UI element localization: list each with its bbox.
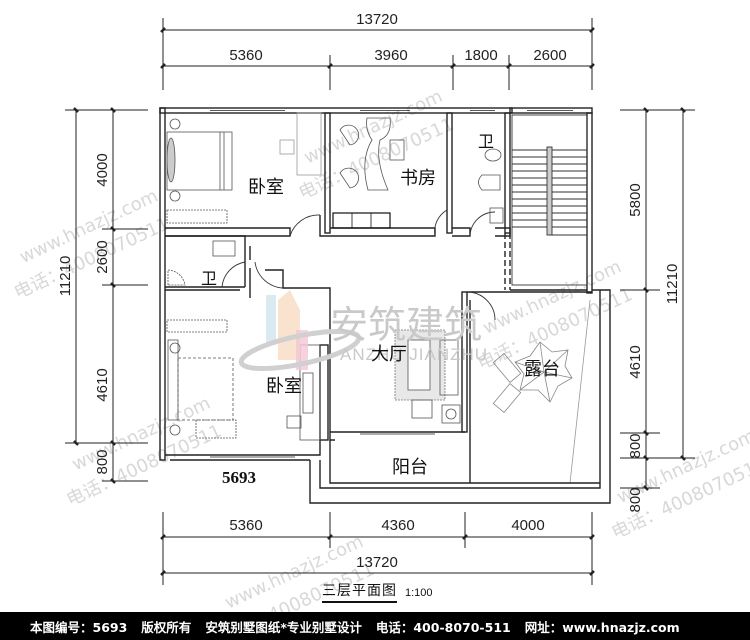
- bottom-dimensions: [160, 512, 595, 585]
- watermark-logo: 安筑建筑 ANZHU JIANZHU: [238, 290, 488, 372]
- dim-top-total: 13720: [356, 11, 398, 28]
- furniture: [166, 112, 573, 441]
- footer-phone: 电话：400-8070-511: [375, 619, 511, 635]
- footer-company: 安筑别墅图纸*专业别墅设计: [205, 619, 362, 635]
- room-label-bathroom-1: 卫: [478, 132, 494, 151]
- right-dimensions: [620, 107, 695, 491]
- top-dimensions: [160, 18, 595, 90]
- dim-left-total: 11210: [57, 256, 74, 297]
- dim-bottom-seg-1: 5360: [229, 517, 262, 534]
- footer-website[interactable]: 网址：www.hnazjz.com: [524, 619, 680, 635]
- bed-icon: [166, 131, 233, 191]
- room-label-bathroom-2: 卫: [201, 269, 217, 288]
- footer-plan-no: 本图编号：5693: [30, 619, 128, 635]
- dim-bottom-seg-2: 4360: [381, 517, 414, 534]
- dim-right-seg-1: 5800: [627, 183, 644, 216]
- logo-text-cn: 安筑建筑: [330, 303, 482, 347]
- dim-top-seg-3: 1800: [464, 47, 497, 64]
- doors: [221, 209, 496, 321]
- room-label-study: 书房: [400, 168, 436, 189]
- footer-copyright: 版权所有: [141, 619, 192, 635]
- logo-text-en: ANZHU JIANZHU: [340, 345, 488, 364]
- plan-number: 5693: [222, 468, 256, 487]
- room-label-living-hall: 大厅: [371, 344, 407, 365]
- walls: [159, 107, 611, 504]
- shower-icon: [167, 269, 186, 286]
- nightstand-icon: [169, 118, 181, 130]
- dim-top-seg-2: 3960: [374, 47, 407, 64]
- left-dimensions: [65, 107, 148, 484]
- dim-bottom-seg-3: 4000: [511, 517, 544, 534]
- umbrella-icon: [492, 341, 573, 414]
- dim-top-seg-1: 5360: [229, 47, 262, 64]
- drawing-title: 三层平面图: [322, 580, 397, 603]
- dim-right-seg-4: 800: [627, 487, 644, 512]
- washbasin-icon: [212, 240, 236, 257]
- dim-left-seg-3: 4610: [94, 368, 111, 401]
- dim-right-seg-2: 4610: [627, 345, 644, 378]
- dim-right-seg-3: 800: [627, 433, 644, 458]
- drawing-scale: 1:100: [405, 587, 433, 599]
- dim-bottom-total: 13720: [356, 554, 398, 571]
- washbasin-icon: [484, 148, 502, 162]
- room-label-bedroom-1: 卧室: [248, 177, 284, 198]
- dim-left-seg-4: 800: [94, 449, 111, 474]
- chair-icon: [339, 124, 359, 146]
- desk-icon: [364, 117, 391, 191]
- staircase: [511, 114, 588, 286]
- dim-left-seg-1: 4000: [94, 153, 111, 186]
- bed-icon: [177, 357, 234, 421]
- dim-right-total: 11210: [664, 264, 681, 305]
- room-label-terrace: 露台: [524, 359, 560, 380]
- dim-left-seg-2: 2600: [94, 240, 111, 273]
- room-label-bedroom-2: 卧室: [266, 376, 302, 397]
- footer-bar: 本图编号：5693 版权所有 安筑别墅图纸*专业别墅设计 电话：400-8070…: [0, 612, 750, 640]
- drawing-title-block: 三层平面图 1:100: [322, 580, 433, 603]
- toilet-icon: [478, 174, 501, 191]
- room-label-balcony: 阳台: [392, 457, 428, 478]
- dim-top-seg-4: 2600: [533, 47, 566, 64]
